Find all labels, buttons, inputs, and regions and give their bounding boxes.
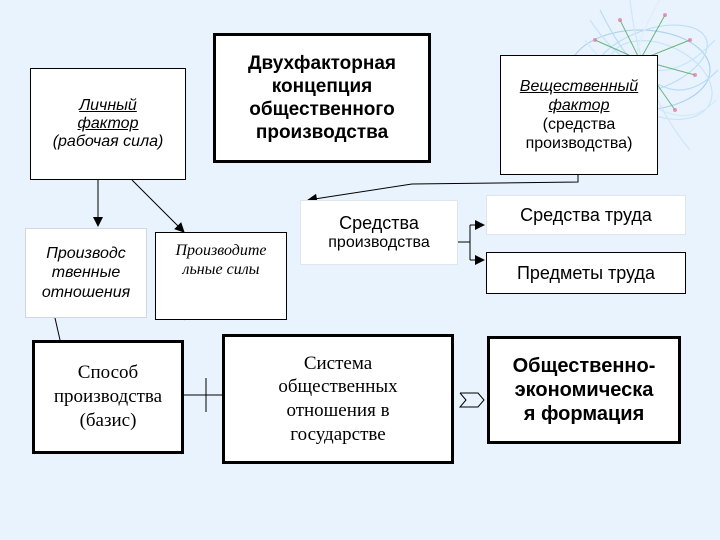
center-title-box: Двухфакторная концепция общественного пр… — [213, 33, 431, 163]
center-title: Двухфакторная концепция общественного пр… — [248, 52, 396, 144]
productive-forces-line1: Производите — [175, 242, 267, 259]
production-relations-line2: твенные — [51, 264, 121, 282]
personal-factor-line2: фактор — [77, 115, 139, 132]
social-relations-box: Система общественных отношения в государ… — [222, 334, 454, 464]
means-of-production-line2: производства — [328, 234, 430, 251]
production-relations-line1: Производс — [46, 245, 126, 263]
objects-of-labor: Предметы труда — [516, 262, 655, 283]
material-factor-line1: Вещественный — [519, 77, 639, 95]
material-factor-line4: производства) — [525, 135, 633, 153]
arrow-material-to-means — [307, 175, 579, 204]
means-of-production-box: Средства производства — [300, 200, 458, 265]
formation-line3: я формация — [523, 403, 645, 425]
social-relations-line2: общественных — [278, 376, 398, 398]
mode-of-production-line2: производства — [53, 386, 163, 408]
production-relations-line3: отношения — [41, 283, 131, 301]
mode-of-production-box: Способ производства (базис) — [32, 340, 184, 454]
arrow-personal-to-forces — [131, 179, 185, 233]
means-of-labor: Средства труда — [520, 204, 652, 225]
mode-of-production-line3: (базис) — [79, 409, 137, 431]
personal-factor-box: Личный фактор (рабочая сила) — [30, 68, 186, 180]
formation-box: Общественно- экономическа я формация — [487, 336, 681, 444]
formation-line2: экономическа — [514, 379, 654, 401]
material-factor-box: Вещественный фактор (средства производст… — [500, 55, 658, 175]
formation-line1: Общественно- — [512, 355, 656, 377]
personal-factor-line3: (рабочая сила) — [52, 133, 164, 150]
material-factor-line2: фактор — [548, 96, 610, 114]
production-relations-box: Производс твенные отношения — [25, 228, 147, 318]
productive-forces-box: Производите льные силы — [155, 232, 287, 320]
personal-factor-line1: Личный — [79, 97, 137, 114]
social-relations-line1: Система — [303, 352, 373, 374]
productive-forces-line2: льные силы — [182, 261, 260, 279]
chevron-connector — [458, 392, 485, 408]
material-factor-line3: (средства — [542, 116, 616, 133]
objects-of-labor-box: Предметы труда — [486, 252, 686, 294]
means-of-production-line1: Средства — [339, 213, 419, 233]
means-of-labor-box: Средства труда — [486, 195, 686, 235]
social-relations-line3: отношения в — [286, 400, 390, 421]
mode-of-production-line1: Способ — [77, 362, 139, 384]
social-relations-line4: государстве — [290, 423, 386, 445]
